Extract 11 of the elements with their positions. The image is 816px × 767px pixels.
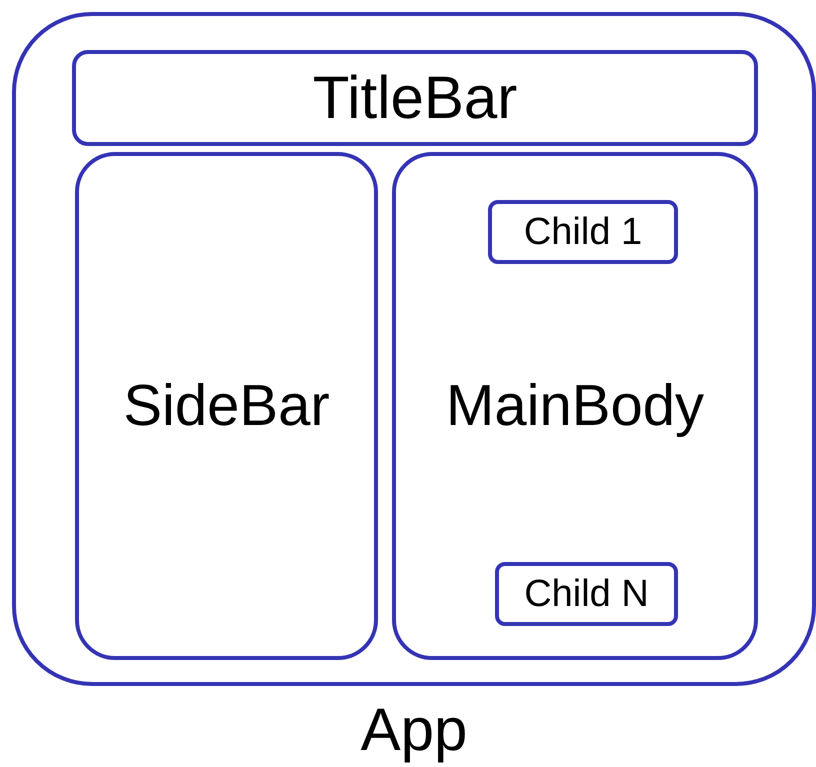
- box-label: Child 1: [524, 213, 642, 251]
- container-label: App: [360, 700, 468, 760]
- side-bar-box: [75, 152, 378, 660]
- box-label: MainBody: [446, 377, 704, 435]
- box-label: Child N: [524, 575, 649, 613]
- title-bar-box: [72, 50, 758, 146]
- box-label: SideBar: [123, 377, 330, 435]
- box-label: TitleBar: [312, 68, 518, 128]
- child-box: [488, 200, 678, 264]
- child-box: [495, 562, 678, 626]
- main-body-box: [392, 152, 758, 660]
